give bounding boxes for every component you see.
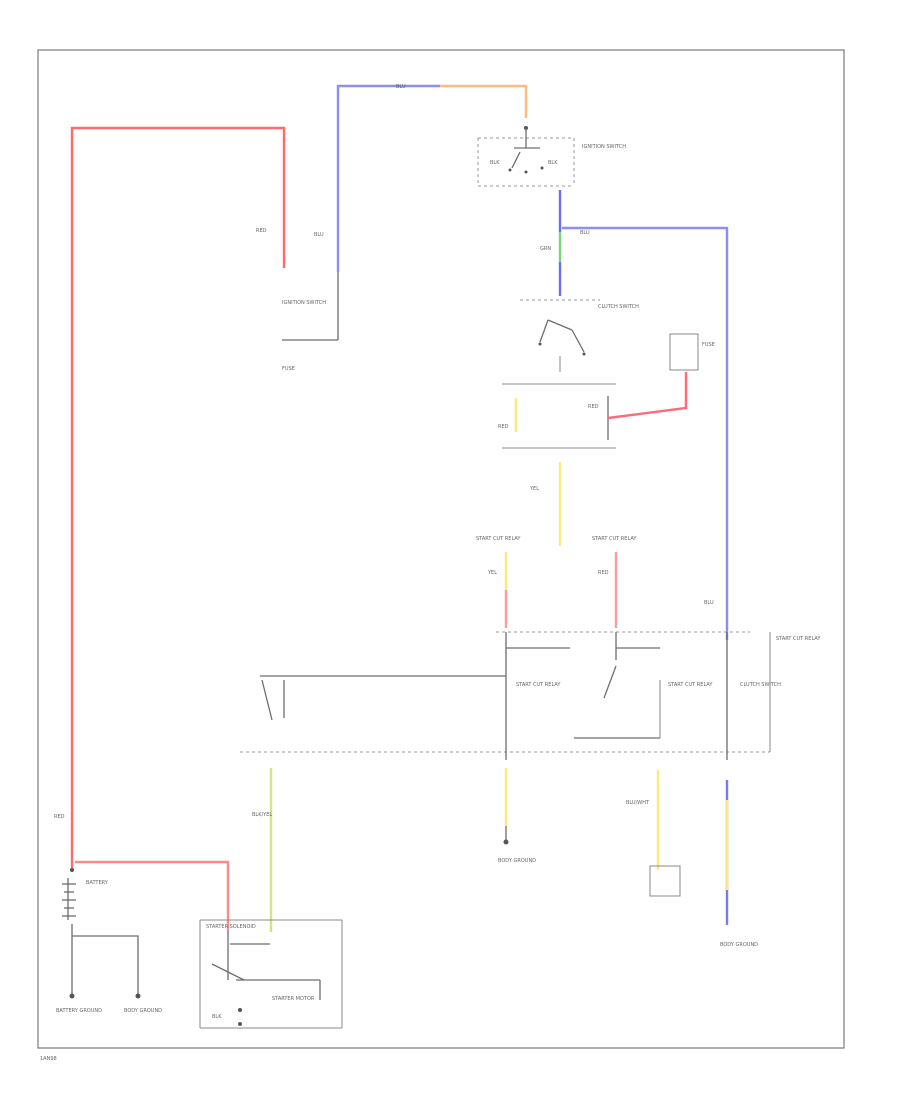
relay-label: CLUTCH SWITCH <box>598 304 639 310</box>
relay-in-yel-label: YEL <box>487 570 497 576</box>
wire-red-battery-feed <box>70 126 286 870</box>
page-code: 1AN98 <box>40 1056 57 1062</box>
fuse-wire-label: RED <box>498 424 509 430</box>
start-cut-relay-label: START CUT RELAY <box>516 682 561 688</box>
start-cut-relay-label-2: START CUT RELAY <box>668 682 713 688</box>
diagram-frame <box>37 49 845 1049</box>
battery-ground-label: BATTERY GROUND <box>56 1008 102 1014</box>
relay-in-red-label: RED <box>598 570 609 576</box>
left-fuse-label: FUSE <box>282 366 295 372</box>
starter-assembly: STARTER SOLENOID STARTER MOTOR BLK <box>199 919 343 1029</box>
start-cut-relay-module: START CUT RELAY START CUT RELAY CLUTCH S… <box>240 631 821 760</box>
left-ignition-label: IGNITION SWITCH <box>282 300 326 306</box>
start-cut-relay-fuse-label-right: START CUT RELAY <box>592 536 637 542</box>
wire-blu-top <box>336 84 440 272</box>
wire-orange-top <box>440 84 528 118</box>
wire-red-fuse-out <box>607 372 688 420</box>
wire-blu-right-branch <box>562 226 729 640</box>
pcm-connector <box>649 865 681 897</box>
wire-grn-label: GRN <box>540 246 551 252</box>
wire-blu-label-horiz: BLU <box>396 84 406 90</box>
starter-wire-label: BLK <box>212 1014 222 1020</box>
ground-label-right: BODY GROUND <box>720 942 758 948</box>
battery-label: BATTERY <box>86 880 109 886</box>
wire-bluwht-label: BLU/WHT <box>626 800 650 806</box>
ground-label-center: BODY GROUND <box>498 858 536 864</box>
start-cut-relay-fuse-label-left: START CUT RELAY <box>476 536 521 542</box>
battery: BATTERY BATTERY GROUND BODY GROUND <box>56 868 162 1014</box>
ignition-switch: BLK BLK IGNITION SWITCH <box>477 126 626 187</box>
fuse-component <box>669 333 699 371</box>
wire-blkyel-label: BLK/YEL <box>252 812 272 818</box>
wire-blu-label-right-mid: BLU <box>704 600 714 606</box>
wire-red-label-top: RED <box>256 228 267 234</box>
wire-red-label-left: RED <box>54 814 65 820</box>
ignition-pos-start: BLK <box>548 160 558 166</box>
starter-motor-label: STARTER MOTOR <box>272 996 315 1002</box>
starter-solenoid-label: STARTER SOLENOID <box>206 924 256 930</box>
ignition-switch-label: IGNITION SWITCH <box>582 144 626 150</box>
wire-blu-label-right: BLU <box>580 230 590 236</box>
clutch-switch-label: CLUTCH SWITCH <box>740 682 781 688</box>
wire-yel-center-label: YEL <box>529 486 539 492</box>
fuse-box: RED RED <box>498 383 616 449</box>
fuse-wire-label-2: RED <box>588 404 599 410</box>
transmission-relay: CLUTCH SWITCH <box>520 299 639 372</box>
ground-point-center <box>503 839 509 845</box>
ignition-pos-lock: BLK <box>490 160 500 166</box>
wire-blu-label-top: BLU <box>314 232 324 238</box>
body-ground-label: BODY GROUND <box>124 1008 162 1014</box>
module-label: START CUT RELAY <box>776 636 821 642</box>
wire-red-starter-feed <box>75 860 230 930</box>
fuse-label: FUSE <box>702 342 715 348</box>
